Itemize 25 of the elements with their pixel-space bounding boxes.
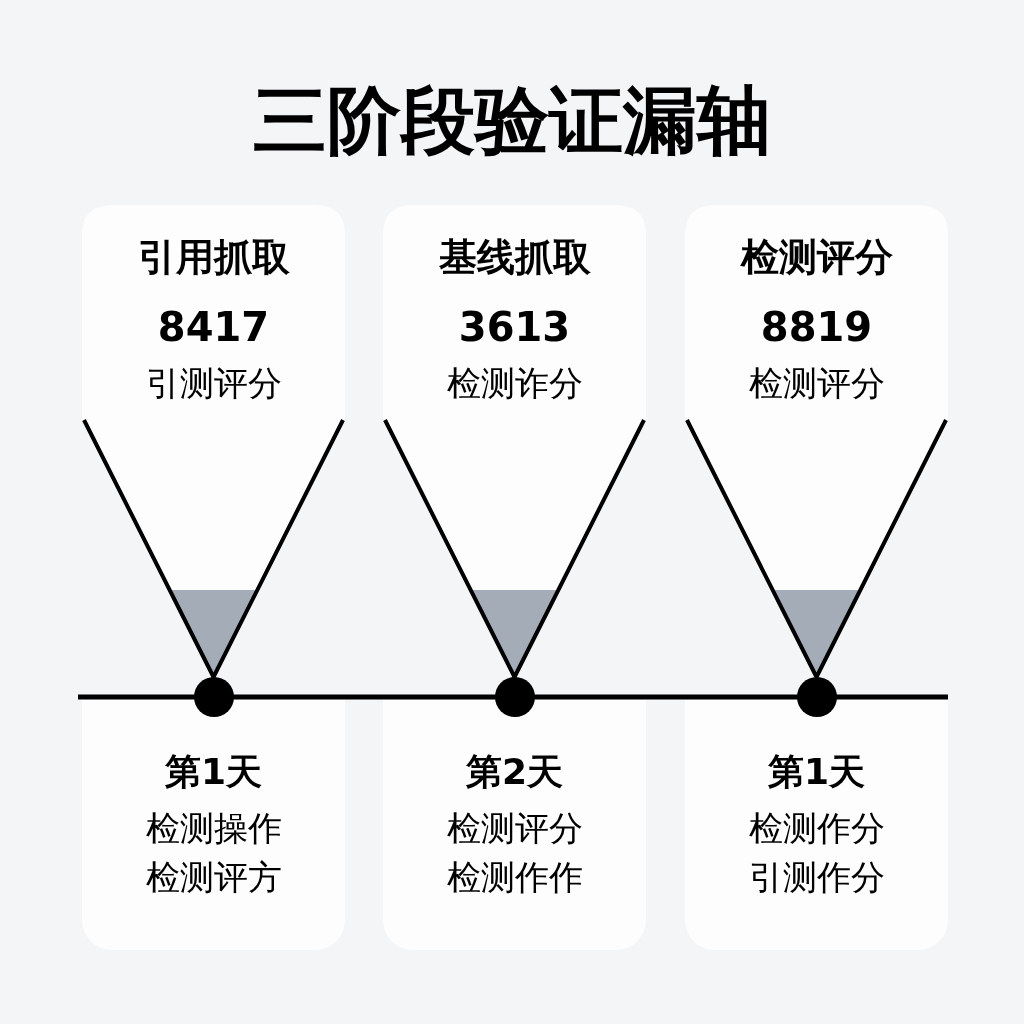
stage-count: 3613 [458,303,571,351]
task-label: 检测作分 [748,807,885,849]
diagram-title: 三阶段验证漏轴 [253,76,771,165]
day-label: 第1天 [767,750,866,794]
funnel-card [685,205,948,678]
stage-subtitle: 引测评分 [145,362,282,404]
stage-title: 基线抓取 [438,235,591,281]
task-label: 引测作分 [748,856,885,898]
stage-title: 检测评分 [740,235,893,281]
stage-count: 8819 [760,303,873,351]
task-label: 检测作作 [446,856,583,898]
day-label: 第2天 [465,750,564,794]
task-label: 检测评分 [446,807,583,849]
funnel-card [383,205,646,678]
day-card [82,700,345,950]
stage-count: 8417 [157,303,270,351]
day-card [685,700,948,950]
task-label: 检测评方 [145,856,282,898]
stage-title: 引用抓取 [137,235,290,281]
stage-subtitle: 检测诈分 [446,362,583,404]
task-label: 检测操作 [145,807,282,849]
day-label: 第1天 [164,750,263,794]
funnel-card [82,205,345,678]
day-card [383,700,646,950]
stage-subtitle: 检测评分 [748,362,885,404]
